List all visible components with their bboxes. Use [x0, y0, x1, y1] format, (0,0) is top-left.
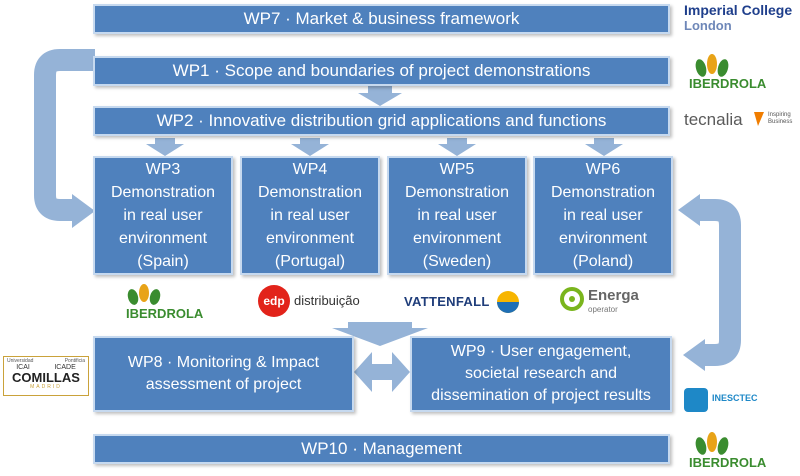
arrow-wp2-wp6	[585, 138, 623, 156]
edp-name: distribuição	[294, 293, 360, 308]
comillas-top-right: Pontificia	[64, 358, 85, 364]
wp6-line3: in real user	[563, 207, 643, 224]
wp6-line2: Demonstration	[550, 184, 656, 201]
tecnalia-mark-icon	[754, 112, 764, 126]
wp3-title: WP3	[145, 161, 181, 178]
wp4-line3: in real user	[270, 207, 350, 224]
tecnalia-tag2: Business	[768, 119, 793, 125]
wp9-line2: societal research and	[464, 365, 618, 382]
double-arrow-wp8-wp9	[354, 352, 410, 392]
wp6-title: WP6	[585, 161, 621, 178]
wp6-line5: (Poland)	[572, 253, 634, 270]
edp-logo: edp distribuição	[258, 285, 368, 319]
curved-arrow-wp1-wp3-body	[34, 49, 95, 221]
wp8-box: WP8 · Monitoring & Impact assessment of …	[93, 336, 354, 412]
tecnalia-tag: Inspiring Business	[768, 112, 792, 126]
iberdrola-text-bottom: IBERDROLA	[689, 455, 767, 470]
tecnalia-logo: tecnalia Inspiring Business	[684, 110, 796, 132]
wp6-box: WP6 Demonstration in real user environme…	[533, 156, 673, 275]
wp5-line5: (Sweden)	[422, 253, 492, 270]
iberdrola-text-top: IBERDROLA	[689, 76, 767, 91]
wp5-box: WP5 Demonstration in real user environme…	[387, 156, 527, 275]
wp10-box: WP10 · Management	[93, 434, 670, 464]
wp5-title: WP5	[439, 161, 475, 178]
comillas-mid: ICAI ICADE	[4, 364, 88, 371]
wp3-line5: (Spain)	[137, 253, 189, 270]
iberdrola-text-wp3: IBERDROLA	[126, 306, 204, 321]
iberdrola-logo-top: IBERDROLA	[686, 52, 766, 92]
energa-sub: operator	[588, 305, 618, 314]
imperial-line2: London	[684, 18, 732, 33]
comillas-name: COMILLAS	[12, 370, 80, 385]
iberdrola-logo-bottom: IBERDROLA	[686, 430, 766, 472]
wp9-box: WP9 · User engagement, societal research…	[410, 336, 672, 412]
wp8-line2: assessment of project	[145, 376, 302, 393]
vattenfall-logo: VATTENFALL	[404, 290, 522, 316]
inesctec-name: INESCTEC	[712, 393, 758, 403]
wp3-box: WP3 Demonstration in real user environme…	[93, 156, 233, 275]
curved-arrow-wp6-wp9-body	[700, 199, 741, 366]
tecnalia-tag1: Inspiring	[768, 112, 791, 118]
energa-logo: Energa operator	[560, 287, 650, 317]
vattenfall-sun-icon	[497, 291, 519, 313]
inesctec-logo: INESCTEC	[684, 388, 764, 414]
comillas-icade: ICADE	[54, 364, 76, 371]
inesctec-mark-icon	[684, 388, 708, 412]
imperial-line1: Imperial College	[684, 2, 793, 18]
energa-swirl-icon	[560, 287, 584, 311]
comillas-logo: Universidad Pontificia ICAI ICADE COMILL…	[3, 356, 89, 396]
comillas-top-left: Universidad	[7, 358, 34, 364]
wp4-line5: (Portugal)	[274, 253, 346, 270]
wp5-line2: Demonstration	[404, 184, 510, 201]
curved-arrow-wp6-head	[678, 194, 700, 226]
edp-mark: edp	[258, 285, 290, 317]
energa-name: Energa	[588, 287, 639, 304]
wp5-line3: in real user	[417, 207, 497, 224]
vattenfall-name: VATTENFALL	[404, 294, 490, 309]
wp4-line4: environment	[265, 230, 355, 247]
comillas-icai: ICAI	[16, 364, 30, 371]
comillas-top: Universidad Pontificia	[4, 357, 88, 364]
wp10-label: WP10 · Management	[301, 439, 462, 458]
wp7-label: WP7 · Market & business framework	[243, 9, 520, 28]
wp9-line1: WP9 · User engagement,	[450, 343, 632, 360]
wp6-line4: environment	[558, 230, 648, 247]
curved-arrow-wp9-head	[683, 339, 705, 371]
tecnalia-name: tecnalia	[684, 110, 743, 129]
wp4-title: WP4	[292, 161, 328, 178]
wp1-label: WP1 · Scope and boundaries of project de…	[172, 61, 591, 80]
wp8-line1: WP8 · Monitoring & Impact	[127, 354, 320, 371]
curved-arrow-wp1-wp3-head	[72, 194, 95, 228]
comillas-sub: MADRID	[30, 384, 62, 390]
wp9-line3: dissemination of project results	[431, 387, 651, 404]
arrow-wp2-wp4	[291, 138, 329, 156]
arrow-wp2-wp3	[146, 138, 184, 156]
wp2-label: WP2 · Innovative distribution grid appli…	[156, 111, 607, 130]
wp4-line2: Demonstration	[257, 184, 363, 201]
wp7-box: WP7 · Market & business framework	[93, 4, 670, 34]
wp3-line2: Demonstration	[110, 184, 216, 201]
imperial-college-logo: Imperial College London	[684, 2, 793, 34]
arrow-down-center	[332, 322, 428, 346]
iberdrola-logo-wp3: IBERDROLA	[120, 282, 210, 322]
arrow-wp1-wp2	[358, 86, 402, 106]
arrow-wp2-wp5	[438, 138, 476, 156]
wp2-box: WP2 · Innovative distribution grid appli…	[93, 106, 670, 136]
wp3-line4: environment	[118, 230, 208, 247]
wp1-box: WP1 · Scope and boundaries of project de…	[93, 56, 670, 86]
wp5-line4: environment	[412, 230, 502, 247]
wp3-line3: in real user	[123, 207, 203, 224]
wp4-box: WP4 Demonstration in real user environme…	[240, 156, 380, 275]
iberdrola-leaf-icon	[695, 54, 729, 77]
iberdrola-leaf-icon-wp3	[127, 284, 161, 305]
iberdrola-leaf-icon-bottom	[695, 432, 729, 455]
